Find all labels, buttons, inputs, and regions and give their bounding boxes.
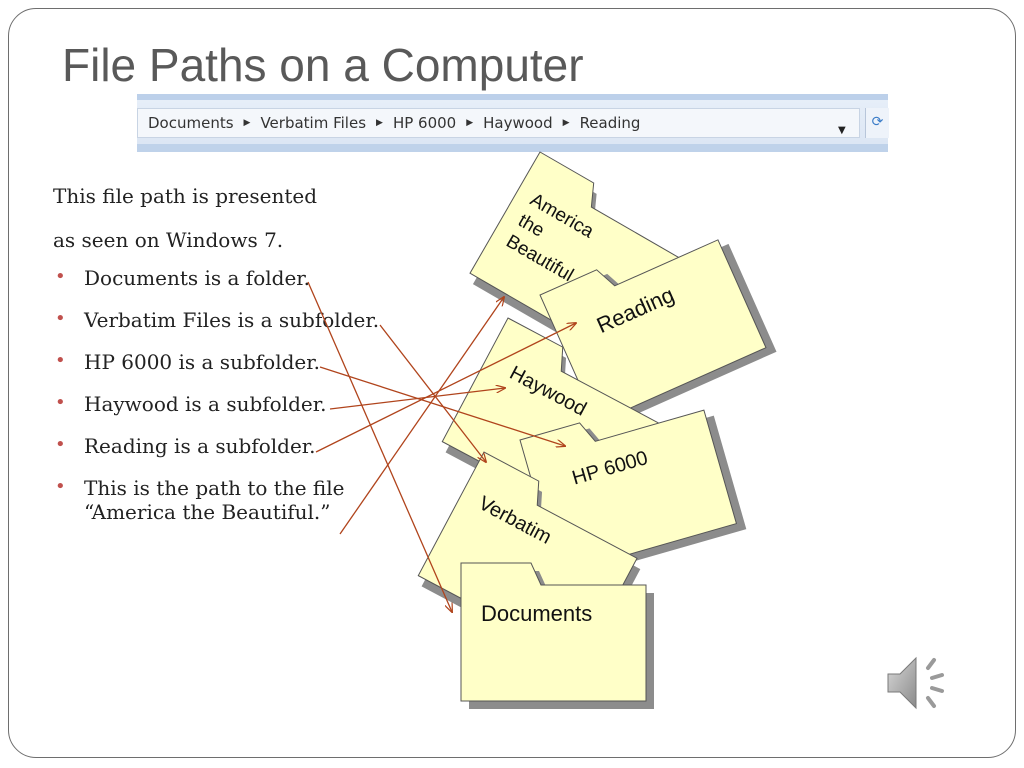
bullet-icon: •: [55, 308, 66, 329]
chevron-down-icon[interactable]: ▼: [838, 125, 846, 136]
triangle-right-icon[interactable]: ▶: [243, 118, 251, 128]
breadcrumb-item-documents[interactable]: Documents: [148, 114, 234, 132]
bullet-icon: •: [55, 434, 66, 455]
bullet-icon: •: [55, 476, 66, 497]
refresh-icon[interactable]: ⟳: [865, 108, 889, 138]
breadcrumb-item-hp-6000[interactable]: HP 6000: [392, 114, 457, 132]
intro-line-2: as seen on Windows 7.: [53, 228, 284, 252]
folder-documents[interactable]: Documents: [460, 562, 654, 709]
breadcrumb-item-haywood[interactable]: Haywood: [483, 114, 553, 132]
intro-line-1: This file path is presented: [53, 184, 318, 208]
bullet-text: HP 6000 is a subfolder.: [84, 350, 320, 374]
speaker-icon[interactable]: [884, 648, 956, 720]
bullet-text-continuation: “America the Beautiful.”: [84, 500, 331, 524]
arrow-hp6000: [319, 366, 565, 446]
list-item: • Haywood is a subfolder.: [53, 392, 379, 416]
list-item: • Documents is a folder.: [53, 266, 379, 290]
arrow-documents: [307, 281, 452, 612]
bullet-list: • Documents is a folder. • Verbatim File…: [53, 266, 379, 524]
list-item: • Reading is a subfolder.: [53, 434, 379, 458]
connector-arrows: [307, 281, 576, 612]
folder-reading[interactable]: Reading: [539, 216, 777, 430]
bullet-text: Documents is a folder.: [84, 266, 310, 290]
folder-america-the-beautiful[interactable]: America the Beautiful: [466, 151, 707, 377]
page-title: File Paths on a Computer: [62, 39, 584, 91]
bullet-text: Reading is a subfolder.: [84, 434, 316, 458]
folder-hp-6000[interactable]: HP 6000: [519, 387, 747, 582]
list-item: • This is the path to the file “America …: [53, 476, 379, 524]
breadcrumb[interactable]: Documents ▶ Verbatim Files ▶ HP 6000 ▶ H…: [137, 108, 860, 138]
bullet-text: This is the path to the file: [84, 476, 345, 500]
arrow-america: [339, 297, 504, 535]
arrow-reading: [315, 323, 576, 453]
breadcrumb-item-reading[interactable]: Reading: [579, 114, 641, 132]
triangle-right-icon[interactable]: ▶: [376, 118, 383, 128]
triangle-right-icon[interactable]: ▶: [562, 118, 570, 128]
bullet-text: Verbatim Files is a subfolder.: [84, 308, 380, 332]
list-item: • HP 6000 is a subfolder.: [53, 350, 379, 374]
arrow-haywood: [329, 388, 505, 410]
bullet-text: Haywood is a subfolder.: [84, 392, 327, 416]
breadcrumb-item-verbatim-files[interactable]: Verbatim Files: [260, 114, 367, 132]
bullet-icon: •: [55, 350, 66, 371]
folder-label: Documents: [481, 601, 592, 626]
triangle-right-icon[interactable]: ▶: [466, 118, 474, 128]
bullet-icon: •: [55, 266, 66, 287]
list-item: • Verbatim Files is a subfolder.: [53, 308, 379, 332]
address-bar: Documents ▶ Verbatim Files ▶ HP 6000 ▶ H…: [137, 94, 889, 152]
bullet-icon: •: [55, 392, 66, 413]
